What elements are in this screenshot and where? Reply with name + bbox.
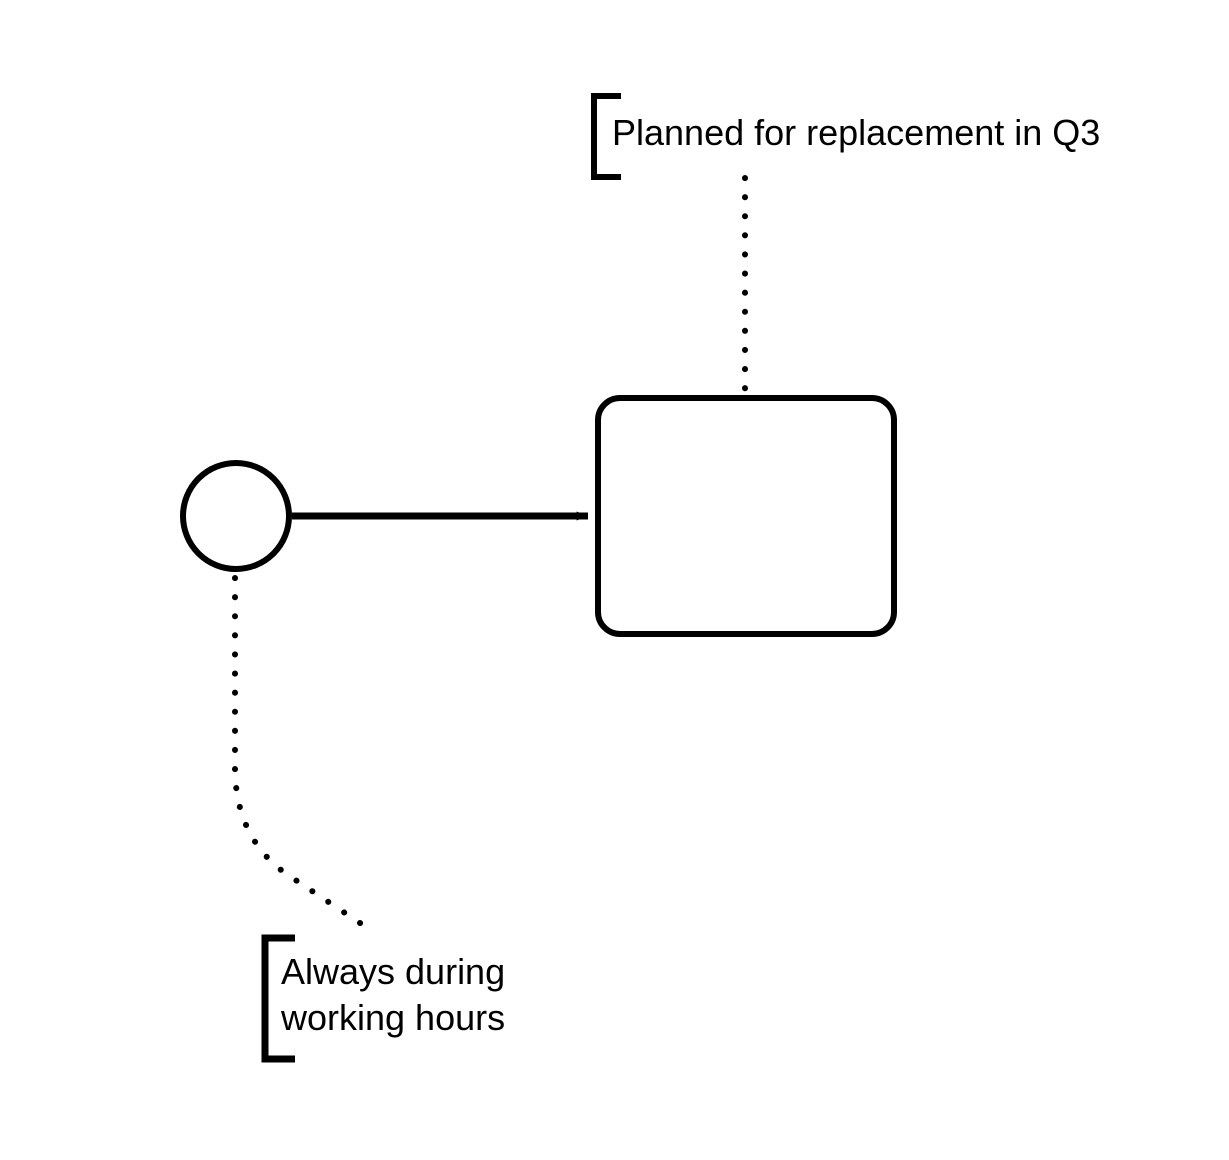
annotation-text-bottom-line-2: working hours <box>280 997 505 1038</box>
task-rectangle[interactable] <box>595 395 897 637</box>
annotation-bracket-bottom <box>261 934 295 1063</box>
association-line-bottom[interactable] <box>232 575 372 932</box>
annotation-text-top-line-1: Planned for replacement in Q3 <box>612 112 1100 153</box>
annotation-bracket-top <box>591 93 621 180</box>
annotation-text-bottom-line-1: Always during <box>281 951 505 992</box>
start-event-circle[interactable] <box>180 460 292 572</box>
